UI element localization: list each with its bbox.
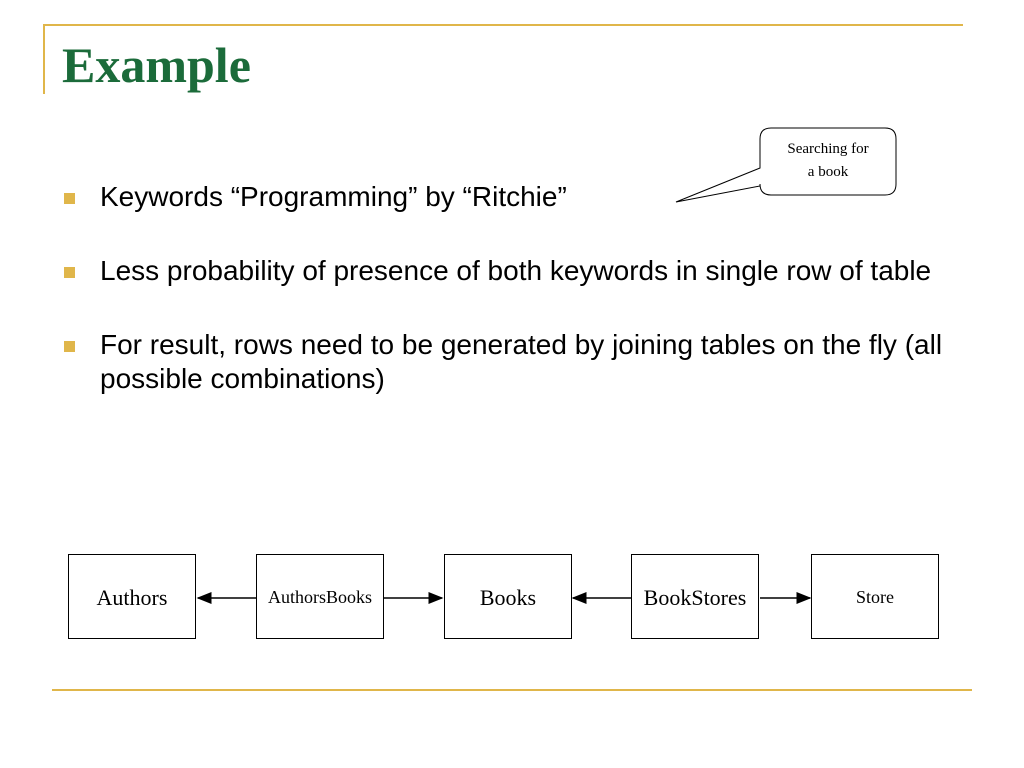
box-label: Books <box>479 584 537 610</box>
box-label: Store <box>856 587 894 607</box>
left-rule <box>43 24 45 94</box>
box-authorsbooks: AuthorsBooks <box>256 554 384 639</box>
box-label: AuthorsBooks <box>267 587 372 607</box>
bullet-item-joining: For result, rows need to be generated by… <box>62 328 962 396</box>
box-authors: Authors <box>68 554 196 639</box>
box-store: Store <box>811 554 939 639</box>
box-books: Books <box>444 554 572 639</box>
box-label: Authors <box>96 584 168 610</box>
box-label: BookStores <box>643 584 747 610</box>
bottom-rule <box>52 689 972 691</box>
callout-text: Searching for a book <box>760 138 896 184</box>
top-rule <box>43 24 963 26</box>
bullet-text: For result, rows need to be generated by… <box>100 329 943 394</box>
bullet-item-keywords: Keywords “Programming” by “Ritchie” <box>62 180 962 214</box>
callout-bubble <box>675 127 897 203</box>
callout-line-2: a book <box>807 164 849 180</box>
square-bullet-icon <box>64 193 75 204</box>
callout-line-1: Searching for <box>787 141 869 157</box>
slide-title: Example <box>62 37 251 93</box>
square-bullet-icon <box>64 341 75 352</box>
bullet-item-probability: Less probability of presence of both key… <box>62 254 962 288</box>
bullet-text: Keywords “Programming” by “Ritchie” <box>100 181 567 212</box>
bullet-text: Less probability of presence of both key… <box>100 255 932 286</box>
bullet-list: Keywords “Programming” by “Ritchie” Less… <box>62 180 962 396</box>
box-bookstores: BookStores <box>631 554 759 639</box>
square-bullet-icon <box>64 267 75 278</box>
